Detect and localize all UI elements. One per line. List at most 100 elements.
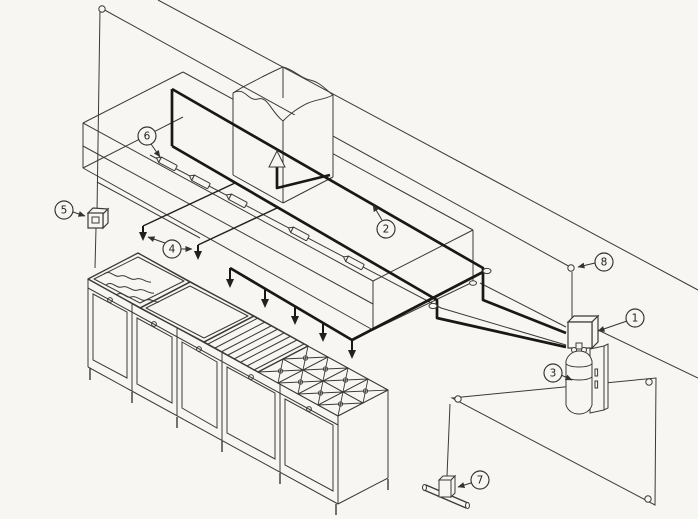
valve-pipe-end-left — [422, 484, 427, 491]
front-header-pipe — [171, 144, 567, 349]
cylinder-body — [565, 350, 593, 415]
door-panel-4 — [226, 366, 276, 460]
callout-label-1: 1 — [632, 313, 639, 325]
lower-panel-hole-3 — [644, 495, 652, 503]
appliance-nozzles — [139, 182, 278, 260]
control-head — [566, 314, 600, 350]
gas-valve-drop-line — [446, 403, 451, 477]
callout-label-8: 8 — [601, 257, 608, 269]
bracket-side — [603, 343, 609, 411]
callout-detectors: 6 — [137, 126, 161, 158]
detection-line — [149, 154, 567, 346]
duct-bottom-right — [282, 176, 334, 204]
main-supply-pipe — [171, 87, 567, 335]
door-knob-5 — [306, 406, 312, 412]
lower-wall-panel — [446, 377, 657, 506]
exhaust-duct — [232, 66, 334, 204]
fusible-link-2 — [188, 174, 211, 190]
hood-front-top-edge — [82, 122, 374, 282]
callout-pull-station: 5 — [54, 200, 86, 220]
callouts: 1 2 3 4 5 6 7 — [54, 126, 645, 490]
pipe-network — [139, 87, 567, 359]
range-branch-feed — [351, 270, 484, 342]
gas-shutoff-valve — [422, 474, 470, 509]
cylinder-valve — [575, 342, 583, 350]
wall-top-edge — [100, 7, 573, 269]
callout-label-2: 2 — [383, 224, 390, 236]
fryer-oil-wave-2 — [105, 282, 155, 294]
range-branch-pipe — [229, 266, 353, 342]
hood-front-lip-line — [82, 145, 374, 305]
pipe-elbow-fitting-2 — [428, 302, 438, 310]
control-head-side — [591, 314, 599, 350]
wall-left-edge — [96, 8, 101, 213]
duct-bottom-front — [232, 174, 284, 204]
fryer-oil-wave-1 — [103, 271, 152, 283]
callout-label-5: 5 — [61, 205, 68, 217]
hood-corner-fitting — [469, 280, 477, 286]
valve-pipe-end-right — [465, 502, 470, 509]
callout-label-6: 6 — [144, 131, 151, 143]
bracket-slot-1 — [594, 368, 599, 377]
lower-panel-hole-1 — [454, 395, 462, 403]
duct-nozzle — [268, 149, 331, 190]
pull-station-front — [87, 212, 104, 229]
appliance-lineup — [87, 252, 389, 515]
wall-bottom-edge — [96, 181, 201, 239]
duct-break-back-top — [282, 66, 334, 96]
lower-panel-outline — [450, 377, 657, 506]
callout-label-3: 3 — [550, 368, 557, 380]
duct-break-front — [232, 90, 284, 122]
callout-wall-mount: 8 — [577, 252, 614, 272]
callout-distribution-piping: 2 — [372, 204, 396, 239]
fusible-link-5 — [342, 255, 365, 271]
wall-corner-hole-topleft — [98, 5, 106, 13]
back-wall-panel — [94, 0, 698, 379]
pull-station-handle — [91, 216, 100, 224]
door-panel-3 — [181, 341, 218, 429]
up-arrow-icon — [268, 149, 286, 168]
door-knob-2 — [151, 321, 157, 327]
hood-left-top-edge — [82, 71, 184, 124]
counter-feet — [89, 368, 389, 515]
agent-cylinder — [565, 342, 593, 415]
fusible-link-3 — [225, 193, 248, 209]
counter-fill — [88, 253, 388, 504]
fusible-link-4 — [287, 226, 310, 242]
door-knob-3 — [196, 346, 202, 352]
door-panel-1 — [92, 293, 128, 379]
manual-pull-station — [86, 207, 110, 230]
door-panel-2 — [136, 317, 173, 404]
door-panel-5 — [284, 398, 334, 492]
cylinder-bracket — [589, 343, 609, 414]
callout-gas-valve: 7 — [457, 470, 490, 490]
pipe-elbow-fitting-1 — [482, 267, 492, 275]
fusible-link-1 — [155, 156, 178, 172]
valve-body-side — [450, 474, 456, 499]
detector-cable — [149, 154, 567, 346]
cylinder-shoulder-line — [565, 363, 593, 368]
hood-left-bottom-edge — [82, 116, 184, 169]
lower-panel-hole-2 — [645, 378, 653, 386]
duct-break-right — [282, 94, 334, 122]
hood-front-bottom-edge — [82, 167, 374, 331]
callout-control-head: 1 — [597, 308, 645, 332]
counter-right-bottom-edge — [337, 477, 389, 505]
wall-left-edge-lower — [94, 227, 97, 269]
hood-right-bottom-edge — [372, 281, 474, 331]
wall-corner-hole-right — [567, 264, 575, 272]
callout-label-7: 7 — [477, 475, 484, 487]
callout-agent-cylinder: 3 — [543, 363, 573, 383]
valve-body — [438, 479, 452, 498]
bracket-slot-2 — [594, 380, 599, 389]
duct-break-left-top — [232, 66, 284, 94]
wall-upper-parallel-edge — [157, 0, 698, 291]
door-knob-1 — [107, 297, 113, 303]
range-nozzles — [226, 268, 356, 359]
door-knob-4 — [248, 374, 254, 380]
range-burners — [257, 345, 389, 417]
wall-lower-edge-left — [479, 282, 567, 328]
callout-label-4: 4 — [169, 244, 176, 256]
